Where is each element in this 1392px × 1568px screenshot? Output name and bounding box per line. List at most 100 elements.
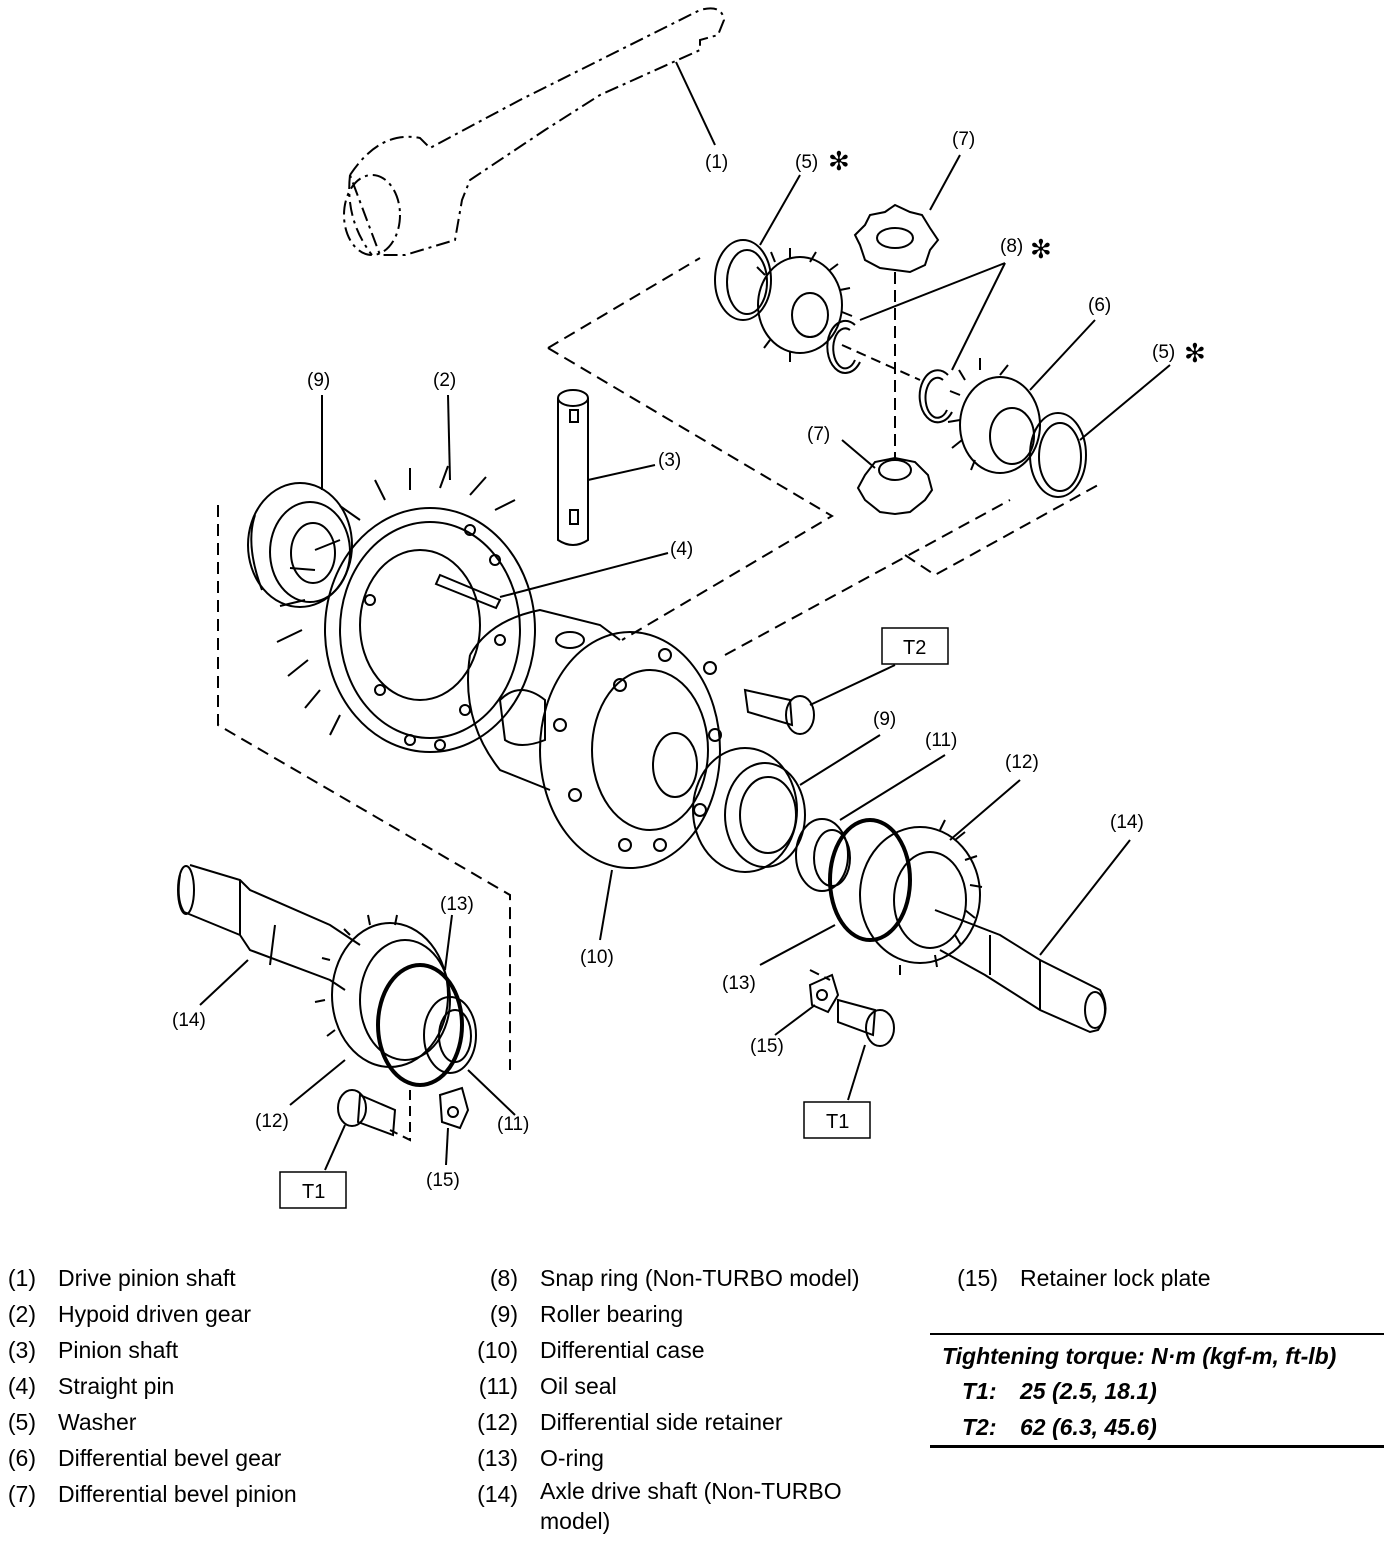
leader-5b	[1079, 364, 1171, 441]
legend-row: (13) O-ring	[472, 1440, 880, 1476]
straight-pin	[434, 573, 502, 610]
leader-14a	[199, 959, 249, 1006]
legend-label: O-ring	[540, 1445, 604, 1471]
legend-row: (11)Oil seal	[472, 1368, 880, 1404]
torque-box-t1-left	[279, 1171, 347, 1209]
leader-8a	[859, 262, 1006, 321]
callout-4: (4)	[670, 539, 693, 560]
legend-num: (10)	[477, 1337, 518, 1363]
legend-label: Oil seal	[540, 1373, 617, 1399]
torque-row: T1: 25 (2.5, 18.1)	[930, 1373, 1384, 1409]
legend-label: Pinion shaft	[58, 1337, 179, 1363]
exploded-differential-diagram: (1) (5) ✻ (7) (8) ✻ (6)	[172, 7, 1206, 1209]
snap-ring-left	[826, 320, 861, 374]
torque-box-t1-right	[803, 1101, 871, 1139]
leader-11b	[839, 754, 946, 821]
legend-row: (1)Drive pinion shaft	[6, 1260, 297, 1296]
legend-label: Washer	[58, 1409, 137, 1435]
leader-12a	[289, 1059, 346, 1106]
legend-label: Snap ring (Non-TURBO model)	[540, 1265, 860, 1291]
washer-left	[714, 239, 772, 321]
axle-drive-shaft-left	[177, 864, 361, 991]
leader-12b	[949, 779, 1021, 841]
leader-8b	[951, 262, 1006, 371]
o-ring-right	[828, 818, 912, 942]
legend-row: (6)Differential bevel gear	[6, 1440, 297, 1476]
leader-13b	[759, 924, 836, 966]
leader-1	[675, 61, 716, 146]
side-retainer-right	[859, 819, 983, 968]
legend-num: (9)	[489, 1301, 518, 1327]
legend-row: (3) Pinion shaft	[6, 1332, 297, 1368]
callout-14b: (14)	[1110, 812, 1144, 833]
left-assembly-outline	[217, 505, 511, 1070]
callout-9a: (9)	[307, 370, 330, 391]
legend-label: Differential case	[540, 1337, 705, 1363]
roller-bearing-left	[247, 482, 353, 608]
leader-11a	[467, 1069, 516, 1116]
legend-num: (12)	[477, 1409, 518, 1435]
bevel-gear-left	[756, 248, 853, 362]
leader-7a	[929, 154, 961, 211]
legend-column-1: (1)Drive pinion shaft (2)Hypoid driven g…	[6, 1260, 297, 1512]
legend-num: (3)	[7, 1337, 36, 1363]
callout-8: (8)	[1000, 236, 1023, 257]
legend-num: (4)	[7, 1373, 36, 1399]
pinion-shaft	[557, 389, 589, 546]
torque-value: 25 (2.5, 18.1)	[1020, 1378, 1157, 1404]
legend-row: (15)Retainer lock plate	[952, 1260, 1211, 1296]
drive-pinion-shaft	[343, 7, 726, 256]
legend-row: (2)Hypoid driven gear	[6, 1296, 297, 1332]
legend-row: (10) Differential case	[472, 1332, 880, 1368]
legend-row: (4)Straight pin	[6, 1368, 297, 1404]
callout-9b: (9)	[873, 709, 896, 730]
bevel-gear-right	[947, 358, 1041, 474]
leader-4	[499, 552, 669, 598]
callout-15a: (15)	[426, 1170, 460, 1191]
o-ring-left	[376, 963, 464, 1087]
case-bolt-t2	[743, 688, 815, 735]
leader-9b	[799, 734, 881, 786]
bevel-pinion-bottom	[856, 456, 934, 516]
callout-7b: (7)	[807, 424, 830, 445]
differential-case	[467, 608, 722, 869]
legend-row: (9)Roller bearing	[472, 1296, 880, 1332]
leader-6	[1029, 319, 1096, 391]
callout-12a: (12)	[255, 1111, 289, 1132]
leader-10	[599, 869, 613, 941]
callout-12b: (12)	[1005, 752, 1039, 773]
asterisk-5b: ✻	[1184, 339, 1206, 369]
legend-num: (5)	[7, 1409, 36, 1435]
leader-14b	[1039, 839, 1131, 956]
callout-5b: (5)	[1152, 342, 1175, 363]
leader-15b	[774, 1004, 816, 1036]
callout-15b: (15)	[750, 1036, 784, 1057]
snap-ring-right	[918, 369, 953, 424]
asterisk-5a: ✻	[828, 147, 850, 177]
side-gear-axis	[841, 344, 921, 381]
torque-box-t2	[881, 627, 949, 665]
roller-bearing-right	[692, 747, 806, 873]
callout-13a: (13)	[440, 894, 474, 915]
legend-row: (12) Differential side retainer	[472, 1404, 880, 1440]
legend-label: Retainer lock plate	[1020, 1265, 1211, 1291]
case-axis-dashed	[724, 499, 1011, 656]
leader-t2	[809, 664, 896, 706]
torque-label-t1-right: T1	[826, 1111, 849, 1133]
oil-seal-left	[423, 996, 477, 1074]
callout-6: (6)	[1088, 295, 1111, 316]
legend-num: (13)	[477, 1445, 518, 1471]
callout-13b: (13)	[722, 973, 756, 994]
legend-row: (7)Differential bevel pinion	[6, 1476, 297, 1512]
right-lock-dashes	[809, 965, 901, 981]
bevel-pinion-top	[853, 203, 940, 274]
torque-row: T2:62 (6.3, 45.6)	[930, 1409, 1384, 1445]
leader-5a	[759, 174, 801, 246]
torque-label-t1-left: T1	[302, 1181, 325, 1203]
legend-label: Differential side retainer	[540, 1409, 783, 1435]
legend-label: Differential bevel gear	[58, 1445, 282, 1471]
callout-11b: (11)	[925, 730, 957, 751]
torque-key: T1:	[962, 1378, 997, 1404]
callout-10: (10)	[580, 947, 614, 968]
axle-drive-shaft-right	[934, 909, 1107, 1034]
